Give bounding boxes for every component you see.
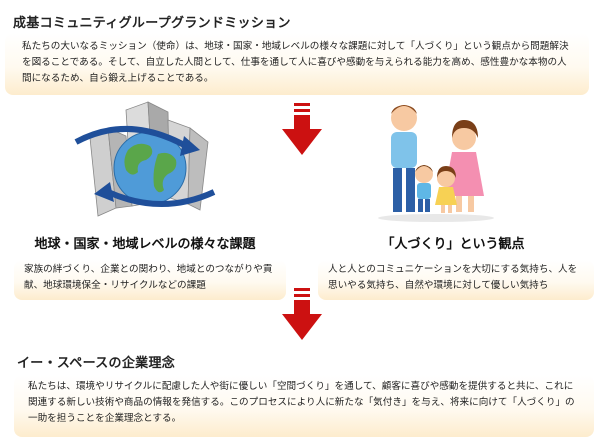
right-viewpoint-box: 人と人とのコミュニケーションを大切にする気持ち、人を思いやる気持ち、自然や環境に… [318,260,594,300]
right-viewpoint-text: 人と人とのコミュニケーションを大切にする気持ち、人を思いやる気持ち、自然や環境に… [328,264,578,291]
left-issues-text: 家族の絆づくり、企業との関わり、地域とのつながりや貢献、地球環境保全・リサイクル… [24,264,273,291]
family-illustration [378,105,494,222]
mission-box: 私たちの大いなるミッション（使命）は、地球・国家・地域レベルの様々な課題に対して… [5,33,589,95]
mission-text: 私たちの大いなるミッション（使命）は、地球・国家・地域レベルの様々な課題に対して… [22,41,569,84]
philosophy-heading: イー・スペースの企業理念 [17,356,176,371]
mission-heading: 成基コミュニティグループグランドミッション [13,16,291,31]
philosophy-box: 私たちは、環境やリサイクルに配慮した人や街に優しい「空間づくり」を通して、顧客に… [14,375,594,437]
globe-buildings-illustration [74,101,216,217]
left-subtitle: 地球・国家・地域レベルの様々な課題 [34,237,256,252]
down-arrow-icon [282,103,322,155]
philosophy-text: 私たちは、環境やリサイクルに配慮した人や街に優しい「空間づくり」を通して、顧客に… [28,381,575,424]
left-issues-box: 家族の絆づくり、企業との関わり、地域とのつながりや貢献、地球環境保全・リサイクル… [14,260,286,300]
right-subtitle: 「人づくり」という観点 [381,237,525,252]
down-arrow-icon [282,288,322,340]
